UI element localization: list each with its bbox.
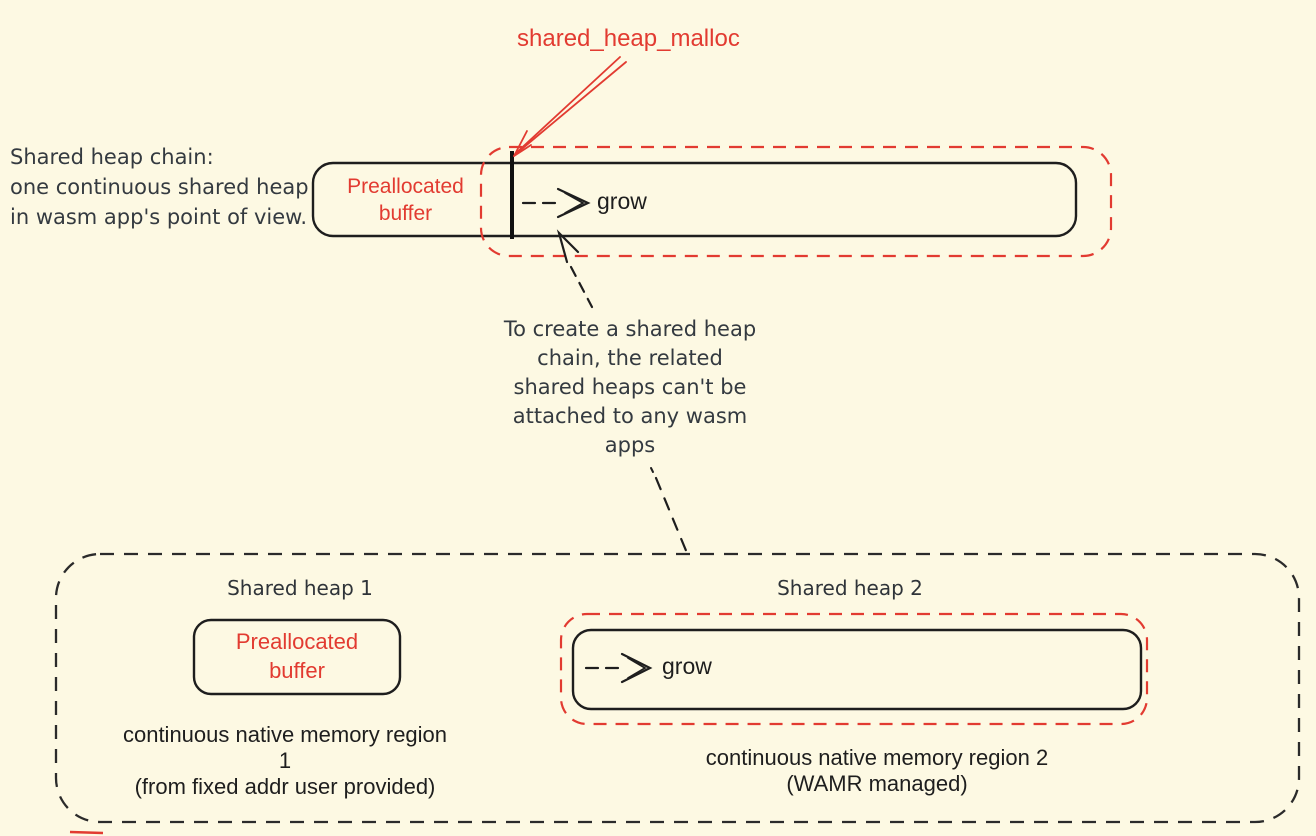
heap-chain-box <box>311 161 1078 238</box>
heap1-box <box>192 618 402 696</box>
grow-dashed-arrow-icon-2 <box>584 652 653 684</box>
grow-label-top: grow <box>597 188 647 214</box>
heap1-caption: continuous native memory region 1 (from … <box>122 722 448 799</box>
creation-note: To create a shared heap chain, the relat… <box>503 317 757 457</box>
heap2-caption: continuous native memory region 2 (WAMR … <box>705 745 1049 796</box>
red-dashed-region-top <box>479 145 1113 258</box>
dashed-connector-line <box>650 467 689 555</box>
grow-label-heap2: grow <box>662 653 712 679</box>
red-cutoff-dash <box>69 830 104 835</box>
heap-chain-description: Shared heap chain: one continuous shared… <box>10 145 309 229</box>
heap1-title: Shared heap 1 <box>227 576 373 600</box>
preallocated-buffer-label-top: Preallocated buffer <box>347 175 464 225</box>
heap2-title: Shared heap 2 <box>777 576 923 600</box>
red-callout-arrow-icon <box>513 56 627 157</box>
grow-dashed-arrow-icon <box>521 187 591 219</box>
heap2-box <box>571 628 1143 711</box>
malloc-function-label: shared_heap_malloc <box>517 25 740 52</box>
preallocated-buffer-label-heap1: Preallocated buffer <box>235 629 359 683</box>
shared-heaps-group-box <box>54 552 1301 824</box>
red-dashed-region-heap2 <box>559 612 1149 726</box>
dashed-connector-arrow-icon <box>556 229 594 309</box>
